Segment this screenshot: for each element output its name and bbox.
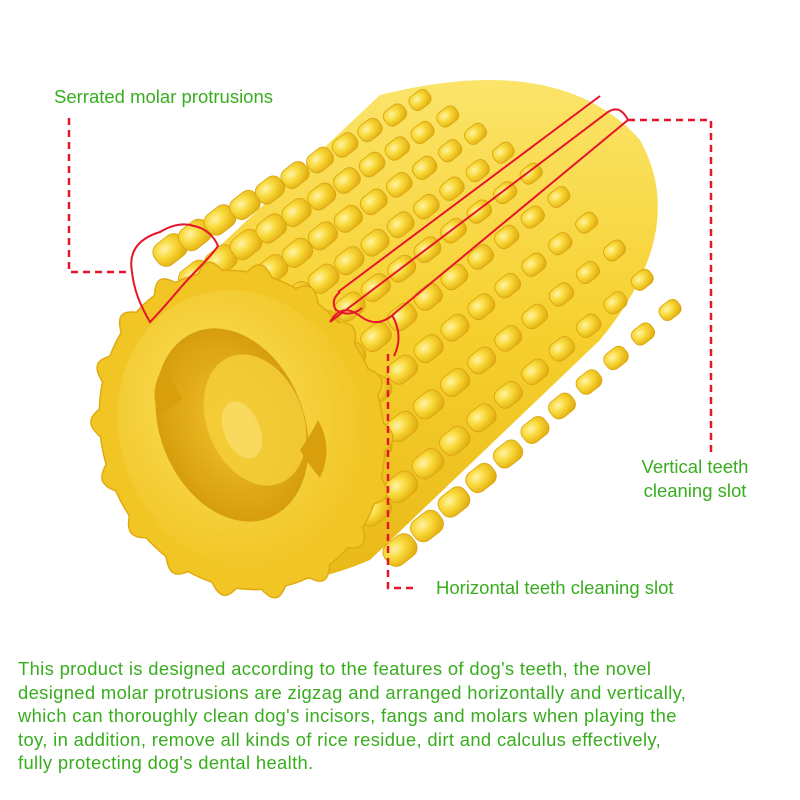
corn-kernel — [493, 380, 523, 409]
corn-kernel — [630, 322, 656, 346]
corn-kernel — [575, 369, 603, 395]
corn-kernel — [386, 354, 419, 385]
description-line: This product is designed according to th… — [18, 658, 652, 679]
horizontal-teeth-cleaning-slot-label: Horizontal teeth cleaning slot — [436, 577, 674, 598]
corn-kernel — [357, 117, 383, 143]
corn-kernel — [332, 167, 361, 194]
corn-kernel — [493, 181, 518, 205]
description-line: fully protecting dog's dental health. — [18, 752, 314, 773]
corn-kernel — [411, 155, 438, 180]
corn-kernel — [547, 185, 571, 208]
corn-kernel — [548, 232, 573, 256]
corn-kernel — [411, 448, 445, 480]
corn-kernel — [307, 221, 338, 251]
corn-kernel — [575, 260, 600, 285]
corn-end-face — [90, 261, 394, 599]
corn-kernel — [521, 303, 549, 330]
serrated-leader-line — [67, 118, 132, 274]
corn-kernel — [520, 205, 545, 229]
corn-kernel — [334, 246, 365, 276]
corn-kernel — [494, 272, 521, 299]
corn-kernel — [520, 416, 550, 444]
corn-kernel — [467, 293, 496, 321]
corn-kernel — [658, 298, 682, 322]
corn-kernel — [575, 313, 602, 338]
corn-kernel — [382, 103, 408, 127]
corn-kernel — [439, 425, 471, 456]
serrated-highlight-outline — [130, 223, 220, 324]
corn-kernel — [467, 244, 494, 270]
corn-kernel — [491, 141, 515, 164]
vertical-label-line-2: cleaning slot — [643, 480, 747, 501]
corn-kernel — [281, 198, 312, 227]
corn-kernel — [575, 211, 599, 234]
vertical-label-line-1: Vertical teeth — [641, 456, 749, 477]
corn-kernel — [387, 302, 418, 332]
corn-kernel — [548, 392, 576, 420]
corn-kernel — [440, 367, 471, 397]
corn-kernel — [413, 193, 440, 220]
corn-kernel — [548, 282, 575, 307]
corn-kernel — [333, 204, 363, 233]
corn-kernel — [382, 533, 418, 567]
corn-kernel — [360, 228, 390, 257]
corn-kernel — [254, 175, 286, 205]
corn-kernel — [467, 346, 497, 375]
corn-kernel — [440, 313, 470, 342]
corn-kernel — [384, 470, 419, 504]
description-line: toy, in addition, remove all kinds of ri… — [18, 728, 662, 750]
corn-kernel — [331, 132, 359, 158]
description-line: which can thoroughly clean dog's incisor… — [18, 705, 677, 726]
corn-kernel — [466, 403, 497, 433]
corn-kernel — [306, 146, 334, 174]
corn-kernel — [408, 88, 432, 112]
corn-kernel — [413, 334, 444, 364]
corn-kernel — [603, 345, 629, 371]
corn-kernel — [437, 486, 471, 518]
corn-kernel — [494, 325, 523, 352]
corn-kernel — [280, 161, 310, 189]
corn-kernel — [386, 211, 415, 239]
corn-kernel — [465, 462, 497, 494]
corn-kernel — [603, 291, 628, 315]
corn-kernel — [358, 151, 386, 178]
corn-kernel — [436, 105, 460, 128]
corn-kernel — [438, 139, 463, 163]
corn-kernel — [521, 358, 550, 386]
corn-kernel — [410, 509, 444, 543]
corn-kernel — [521, 252, 547, 277]
description-line: designed molar protrusions are zigzag an… — [18, 681, 687, 703]
corn-kernel — [307, 182, 337, 211]
vertical-slot-outline — [329, 108, 630, 323]
product-description: This product is designed according to th… — [18, 657, 788, 775]
vertical-leader-line — [628, 118, 713, 452]
corn-kernel — [384, 136, 411, 161]
corn-kernel — [492, 439, 524, 469]
corn-kernel — [465, 159, 490, 183]
corn-kernel — [439, 176, 465, 201]
horizontal-leader-line — [386, 354, 416, 590]
corn-kernel — [359, 188, 388, 216]
corn-kernel — [412, 389, 445, 420]
callout-leaders — [67, 95, 713, 590]
corn-kernel — [385, 172, 413, 198]
corn-kernel — [630, 268, 654, 291]
corn-kernel — [281, 237, 314, 268]
corn-kernel — [464, 122, 488, 145]
corn-kernel — [548, 336, 576, 362]
corn-kernel — [519, 162, 543, 185]
corn-kernel — [493, 224, 520, 250]
horizontal-slot-outline — [391, 314, 400, 357]
vertical-teeth-cleaning-slot-label: Vertical teeth cleaning slot — [600, 455, 790, 503]
corn-kernel — [602, 239, 626, 262]
serrated-molar-protrusions-label: Serrated molar protrusions — [54, 86, 274, 107]
corn-kernel — [360, 321, 392, 353]
corn-kernel — [410, 120, 435, 145]
